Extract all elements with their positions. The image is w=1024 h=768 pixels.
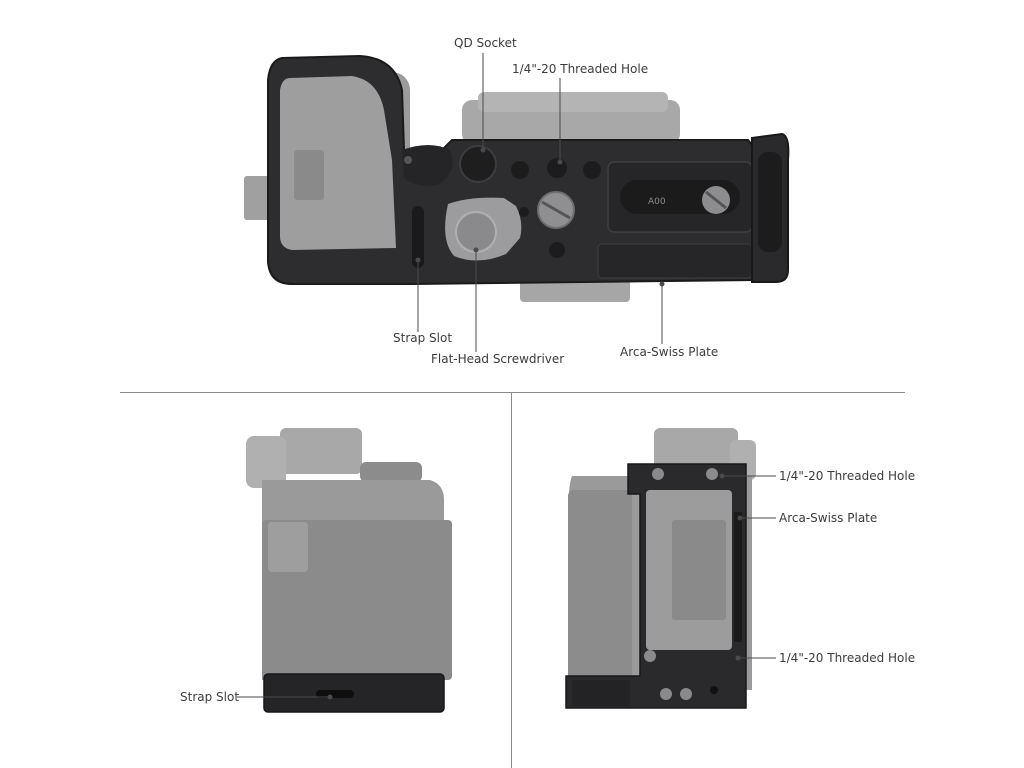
top-view-cage [267,54,790,285]
callout-strap-slot-bottom: Strap Slot [180,690,240,704]
section-divider-vertical [511,393,512,768]
bottom-left-camera [246,428,452,713]
callout-qd-socket: QD Socket [454,36,517,50]
bottom-right-camera [565,428,756,709]
callout-threaded-hole-upper: 1/4"-20 Threaded Hole [779,469,916,483]
callout-strap-slot-top: Strap Slot [393,331,453,345]
callout-flat-head-screwdriver: Flat-Head Screwdriver [431,352,565,366]
bottom-right-leader-lines [719,473,776,661]
callout-arca-swiss-plate-side: Arca-Swiss Plate [779,511,878,525]
section-divider-horizontal [120,392,905,393]
product-marking: A00 [648,197,666,207]
callout-arca-swiss-plate-top: Arca-Swiss Plate [620,345,719,359]
top-leader-lines [415,53,665,352]
callout-threaded-hole-lower: 1/4"-20 Threaded Hole [779,651,916,665]
bottom-left-leader-lines [237,694,333,700]
callout-threaded-hole-top: 1/4"-20 Threaded Hole [512,62,649,76]
